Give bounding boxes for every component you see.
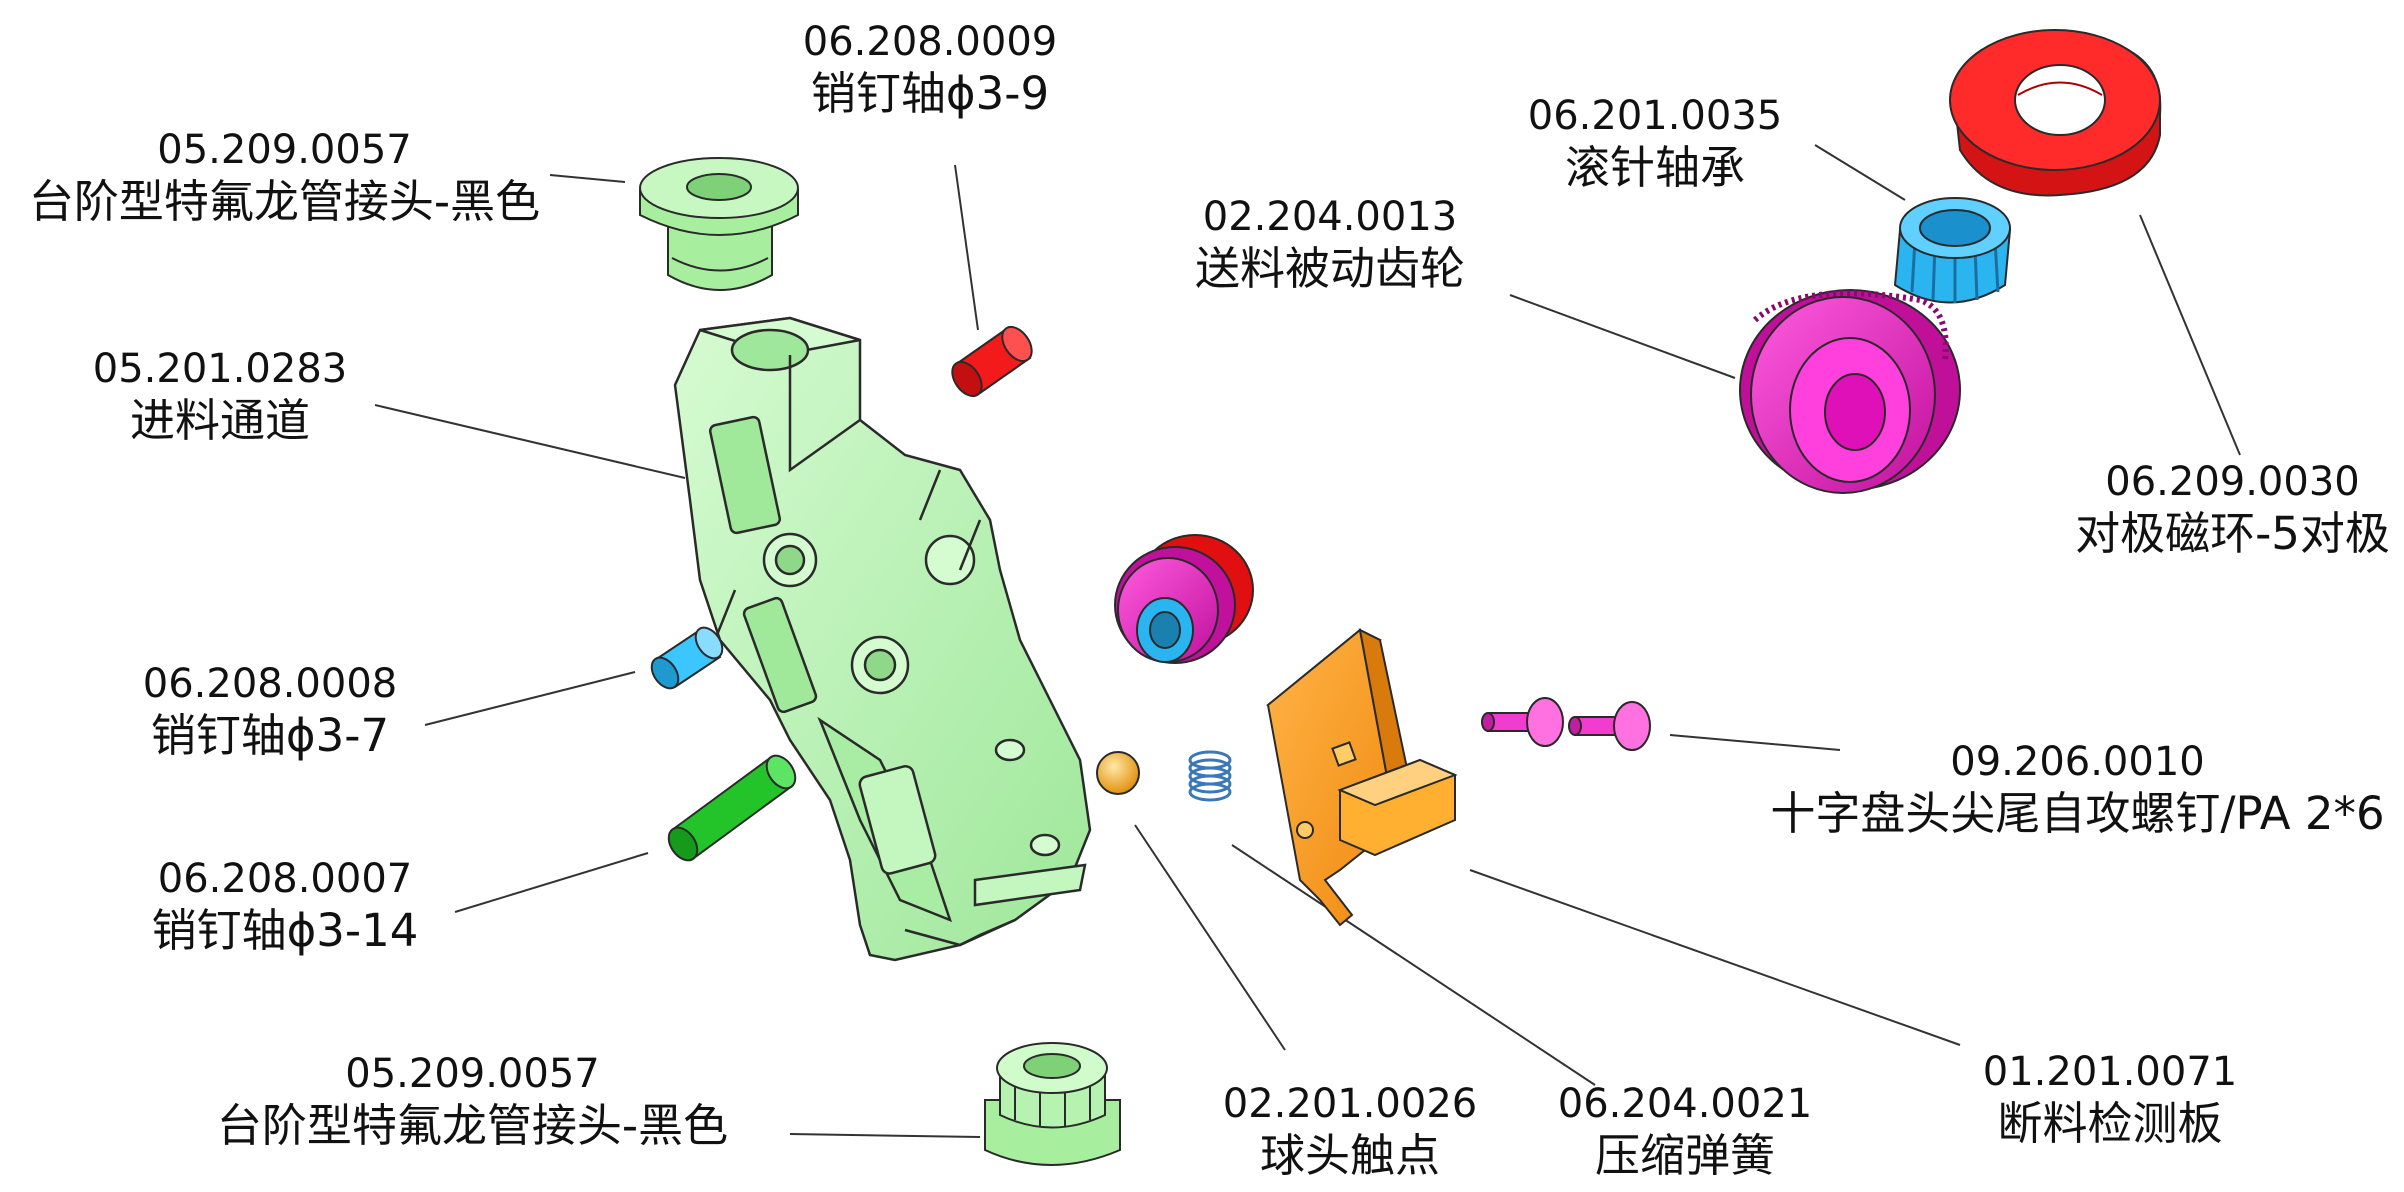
label-name: 压缩弹簧 — [1594, 1128, 1775, 1182]
magnet-ring-part — [1949, 29, 2162, 197]
needle-bearing-part — [1893, 197, 2012, 304]
label-ball-contact: 02.201.0026 球头触点 — [1220, 1080, 1480, 1184]
label-name: 送料被动齿轮 — [1194, 241, 1465, 295]
ball-contact-part — [1096, 751, 1140, 795]
label-code: 06.209.0030 — [2105, 459, 2360, 505]
label-pin-3-7: 06.208.0008 销钉轴ϕ3-7 — [140, 660, 400, 764]
pin-3-14-part — [667, 754, 797, 862]
label-name: 滚针轴承 — [1564, 140, 1745, 194]
leader-spring — [1231, 844, 1596, 1086]
leader-pin-3-14 — [454, 852, 649, 913]
leader-magnet-ring — [2139, 214, 2241, 456]
label-name: 销钉轴ϕ3-14 — [151, 903, 419, 957]
leader-needle-bearing — [1814, 144, 1906, 201]
label-code: 09.206.0010 — [1950, 739, 2205, 785]
label-tube-fitting-top: 05.209.0057 台阶型特氟龙管接头-黑色 — [12, 126, 557, 230]
label-name: 销钉轴ϕ3-9 — [810, 66, 1050, 120]
label-sensor-board: 01.201.0071 断料检测板 — [1975, 1048, 2245, 1152]
feed-channel-part — [673, 316, 1092, 962]
screw-part-1 — [1481, 697, 1564, 747]
label-code: 06.204.0021 — [1557, 1081, 1813, 1127]
pin-3-9-part — [951, 325, 1033, 398]
label-code: 02.204.0013 — [1202, 194, 1458, 240]
label-spring: 06.204.0021 压缩弹簧 — [1555, 1080, 1815, 1184]
leader-screw — [1669, 734, 1841, 751]
label-feed-channel: 05.201.0283 进料通道 — [90, 345, 350, 449]
label-pin-3-9: 06.208.0009 销钉轴ϕ3-9 — [800, 18, 1060, 122]
label-name: 球头触点 — [1259, 1128, 1440, 1182]
leader-feed-gear — [1509, 294, 1736, 379]
label-code: 05.209.0057 — [345, 1051, 600, 1097]
leader-tube-fitting-top — [549, 174, 626, 183]
label-code: 06.208.0009 — [802, 19, 1058, 65]
label-name: 台阶型特氟龙管接头-黑色 — [216, 1098, 729, 1152]
leader-pin-3-7 — [424, 671, 636, 726]
pin-3-7-part — [650, 626, 724, 690]
label-code: 01.201.0071 — [1982, 1049, 2238, 1095]
label-magnet-ring: 06.209.0030 对极磁环-5对极 — [2065, 458, 2400, 562]
leader-feed-channel — [374, 404, 686, 479]
sensor-board-part — [1266, 628, 1458, 927]
label-feed-gear: 02.204.0013 送料被动齿轮 — [1180, 193, 1480, 297]
label-code: 05.209.0057 — [157, 127, 412, 173]
label-pin-3-14: 06.208.0007 销钉轴ϕ3-14 — [140, 855, 430, 959]
small-gear-magnet-part — [1114, 534, 1254, 664]
label-screw: 09.206.0010 十字盘头尖尾自攻螺钉/PA 2*6 — [1755, 738, 2400, 842]
label-code: 05.201.0283 — [92, 346, 348, 392]
leader-lines — [374, 144, 2241, 1138]
label-code: 06.201.0035 — [1527, 93, 1783, 139]
label-name: 台阶型特氟龙管接头-黑色 — [28, 174, 541, 228]
leader-tube-fitting-bottom — [789, 1133, 981, 1138]
label-code: 02.201.0026 — [1222, 1081, 1478, 1127]
screw-part-2 — [1568, 701, 1651, 751]
label-code: 06.208.0007 — [157, 856, 413, 902]
leader-sensor-board — [1469, 869, 1961, 1046]
tube-fitting-top-part — [639, 157, 799, 291]
label-name: 十字盘头尖尾自攻螺钉/PA 2*6 — [1770, 786, 2385, 840]
label-code: 06.208.0008 — [142, 661, 398, 707]
label-tube-fitting-bottom: 05.209.0057 台阶型特氟龙管接头-黑色 — [200, 1050, 745, 1154]
leader-ball-contact — [1134, 824, 1286, 1051]
label-name: 断料检测板 — [1997, 1096, 2223, 1150]
leader-pin-3-9 — [954, 164, 979, 331]
spring-part — [1188, 750, 1232, 802]
label-needle-bearing: 06.201.0035 滚针轴承 — [1525, 92, 1785, 196]
tube-fitting-bottom-part — [984, 1042, 1121, 1166]
label-name: 进料通道 — [129, 393, 310, 447]
label-name: 对极磁环-5对极 — [2075, 506, 2390, 560]
label-name: 销钉轴ϕ3-7 — [150, 708, 390, 762]
feed-gear-part — [1739, 289, 1961, 494]
